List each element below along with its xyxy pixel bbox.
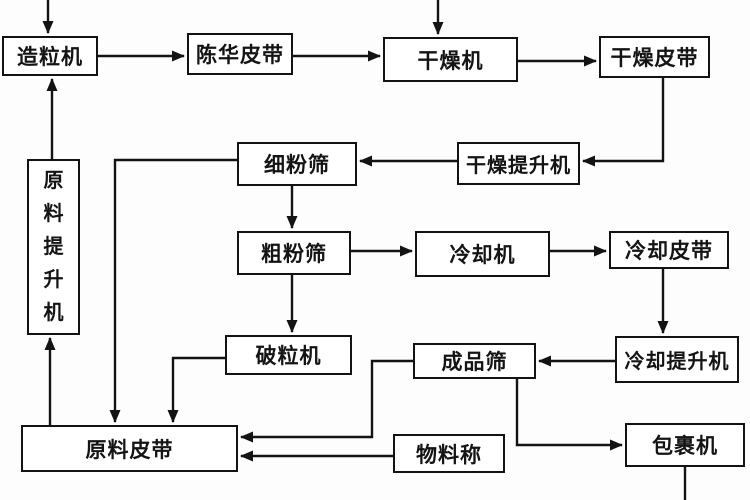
node-product-sieve: 成品筛: [413, 343, 536, 379]
node-cooling-belt: 冷却皮带: [609, 231, 729, 269]
node-drying-belt: 干燥皮带: [599, 36, 710, 78]
node-raw-material-elevator-label: 原料提升机: [43, 169, 64, 324]
node-coarse-powder-sieve: 粗粉筛: [237, 231, 351, 275]
node-crusher: 破粒机: [225, 335, 352, 375]
node-aging-belt: 陈华皮带: [187, 33, 293, 75]
node-cooler: 冷却机: [415, 231, 550, 277]
node-raw-material-elevator: 原料提升机: [27, 159, 80, 335]
node-raw-material-belt: 原料皮带: [21, 425, 238, 472]
node-wrapping-machine: 包裹机: [625, 423, 745, 467]
node-drying-elevator: 干燥提升机: [457, 142, 580, 185]
node-fine-powder-sieve: 细粉筛: [237, 142, 357, 186]
node-granulator: 造粒机: [2, 36, 98, 76]
node-material-scale: 物料称: [393, 434, 505, 473]
node-dryer: 干燥机: [383, 37, 518, 82]
node-cooling-elevator: 冷却提升机: [615, 336, 739, 383]
